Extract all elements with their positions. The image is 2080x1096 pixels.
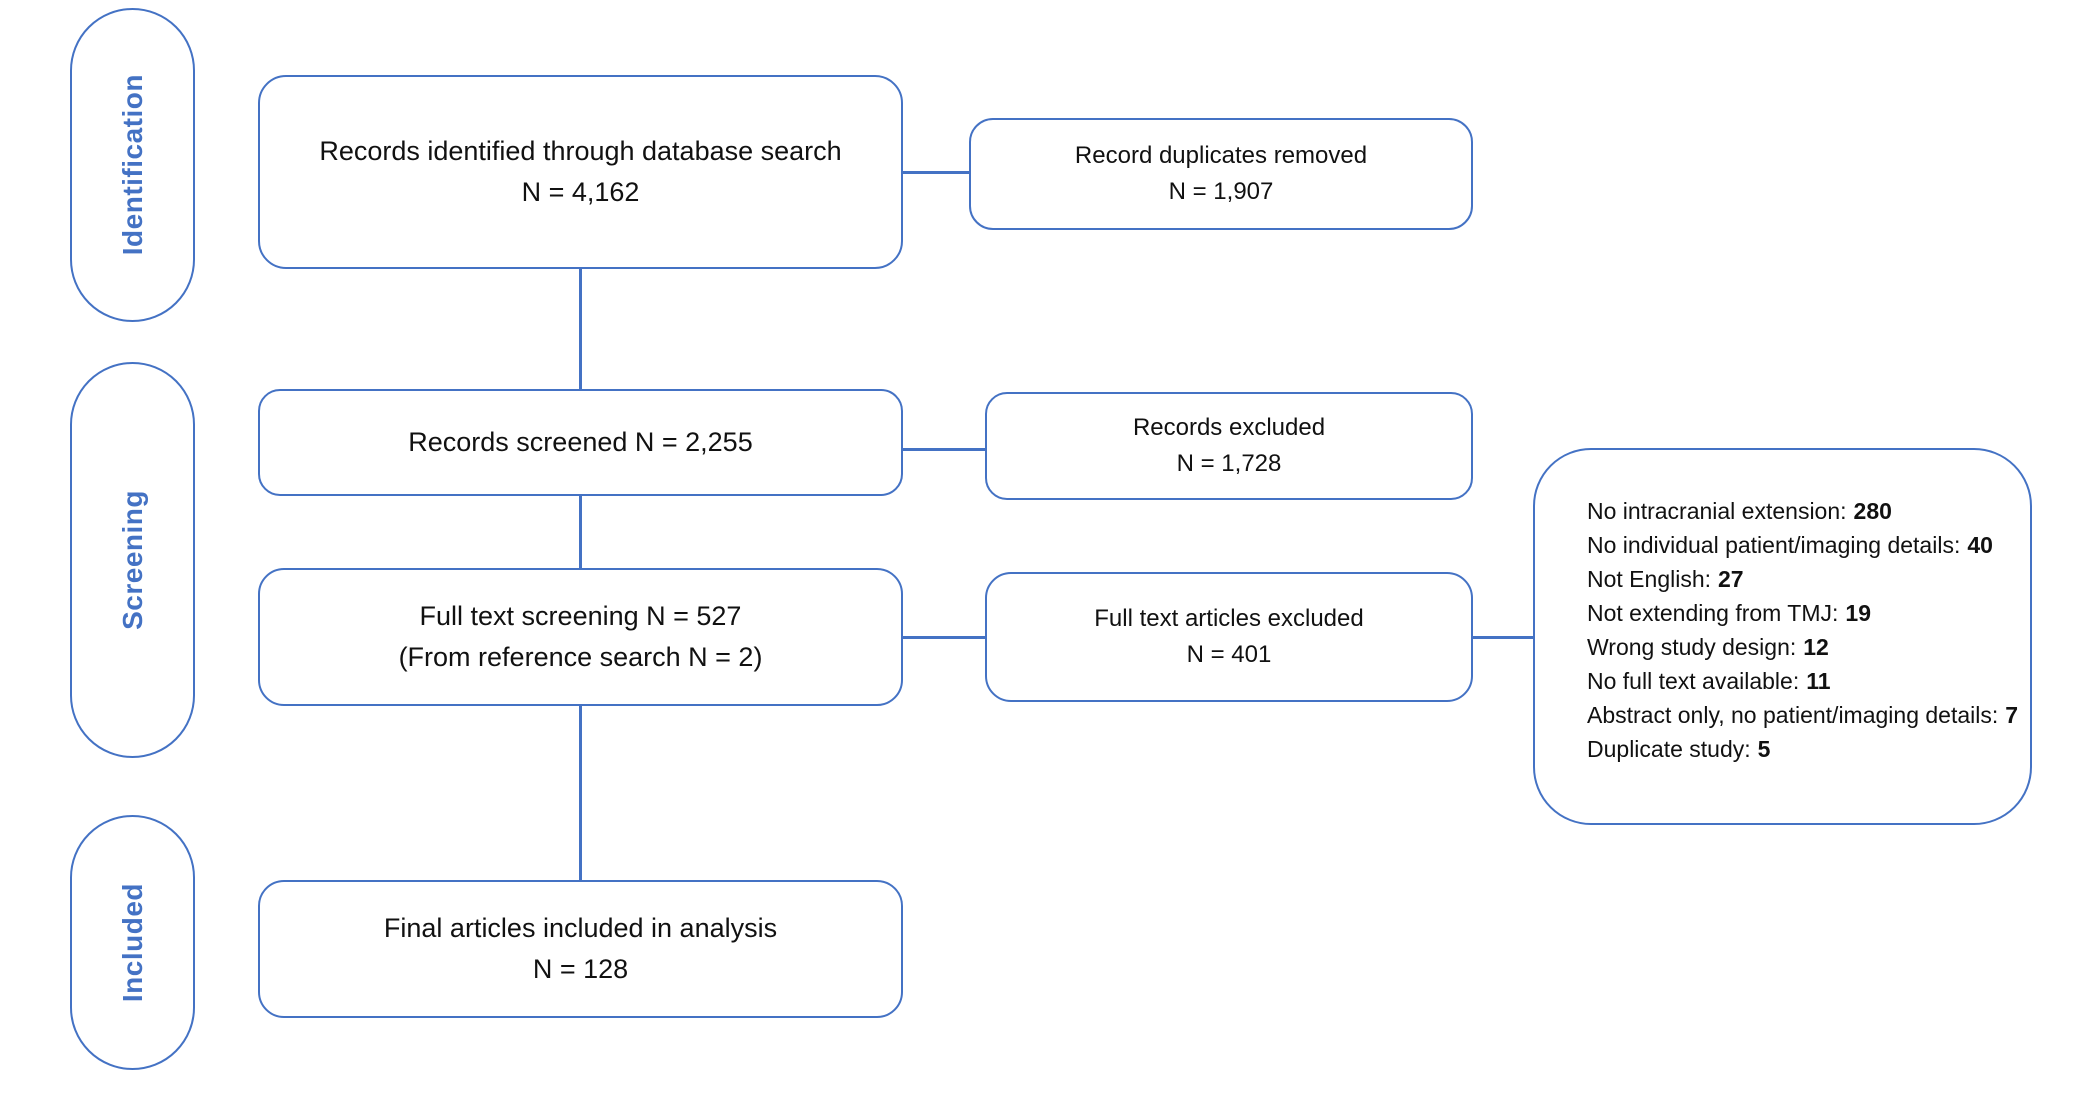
box-records-excluded-line1: Records excluded [1132, 414, 1326, 441]
box-records-identified: Records identified through database sear… [258, 75, 903, 269]
box-final-included-line1: Final articles included in analysis [383, 913, 778, 943]
reason-label: Not English: [1587, 566, 1712, 592]
reason-count: 40 [1967, 532, 1993, 558]
connector-ftexcluded-to-reasons [1471, 636, 1533, 639]
exclusion-reason: No individual patient/imaging details:40 [1587, 528, 2000, 562]
connector-screened-to-excluded [901, 448, 985, 451]
stage-pill-screening: Screening [70, 362, 195, 758]
reason-label: No intracranial extension: [1587, 498, 1847, 524]
reason-label: Duplicate study: [1587, 736, 1751, 762]
box-fulltext-screening-line2: (From reference search N = 2) [398, 642, 763, 672]
reason-label: No full text available: [1587, 668, 1800, 694]
box-records-identified-line2: N = 4,162 [521, 177, 640, 207]
box-exclusion-reasons: No intracranial extension:280 No individ… [1533, 448, 2032, 825]
reason-label: Wrong study design: [1587, 634, 1797, 660]
box-final-included: Final articles included in analysis N = … [258, 880, 903, 1018]
box-fulltext-excluded-line1: Full text articles excluded [1094, 605, 1364, 632]
stage-label-identification: Identification [116, 74, 148, 256]
box-fulltext-excluded: Full text articles excluded N = 401 [985, 572, 1473, 702]
reason-label: Abstract only, no patient/imaging detail… [1587, 702, 1999, 728]
stage-label-screening: Screening [116, 490, 148, 630]
reason-count: 19 [1845, 600, 1871, 626]
reason-count: 280 [1853, 498, 1892, 524]
reason-count: 27 [1718, 566, 1744, 592]
exclusion-reason: Not extending from TMJ:19 [1587, 596, 2000, 630]
box-records-excluded-line2: N = 1,728 [1176, 450, 1282, 477]
box-records-excluded: Records excluded N = 1,728 [985, 392, 1473, 500]
connector-identified-to-duplicates [901, 171, 969, 174]
exclusion-reason: Abstract only, no patient/imaging detail… [1587, 698, 2018, 732]
box-fulltext-excluded-line2: N = 401 [1186, 641, 1272, 668]
reason-count: 5 [1757, 736, 1771, 762]
exclusion-reason: Duplicate study:5 [1587, 732, 2000, 766]
box-duplicates-removed-line1: Record duplicates removed [1074, 142, 1368, 169]
box-duplicates-removed-line2: N = 1,907 [1168, 178, 1274, 205]
stage-pill-included: Included [70, 815, 195, 1070]
reason-count: 12 [1803, 634, 1829, 660]
exclusion-reason: No full text available:11 [1587, 664, 2000, 698]
reason-label: No individual patient/imaging details: [1587, 532, 1961, 558]
box-records-identified-line1: Records identified through database sear… [319, 136, 842, 166]
connector-fulltext-to-ftexcluded [901, 636, 985, 639]
exclusion-reason: No intracranial extension:280 [1587, 494, 2000, 528]
box-records-screened-line1: Records screened N = 2,255 [408, 427, 753, 457]
stage-label-included: Included [116, 882, 148, 1003]
box-duplicates-removed: Record duplicates removed N = 1,907 [969, 118, 1473, 230]
connector-fulltext-to-final [579, 706, 582, 880]
box-fulltext-screening: Full text screening N = 527 (From refere… [258, 568, 903, 706]
box-records-screened: Records screened N = 2,255 [258, 389, 903, 496]
box-final-included-line2: N = 128 [532, 954, 629, 984]
connector-identified-to-screened [579, 269, 582, 389]
stage-pill-identification: Identification [70, 8, 195, 322]
reason-label: Not extending from TMJ: [1587, 600, 1839, 626]
reason-count: 7 [2005, 702, 2019, 728]
connector-screened-to-fulltext [579, 496, 582, 568]
exclusion-reason: Wrong study design:12 [1587, 630, 2000, 664]
box-fulltext-screening-line1: Full text screening N = 527 [419, 601, 742, 631]
exclusion-reason: Not English:27 [1587, 562, 2000, 596]
reason-count: 11 [1806, 668, 1831, 694]
